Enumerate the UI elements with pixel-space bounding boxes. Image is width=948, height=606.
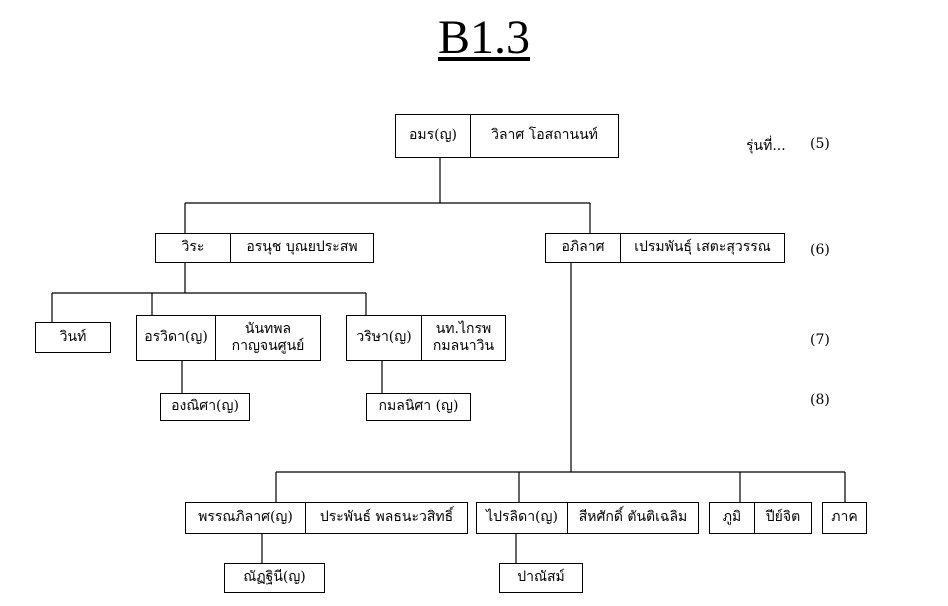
node-pranasm: ปาณัสม์ [499, 563, 583, 593]
node-warisha-spouse-line1: นท.ไกรพ [435, 320, 492, 337]
node-warisha-spouse: นท.ไกรพ กมลนาวิน [421, 316, 505, 360]
node-wira-spouse: อรนุช บุณยประสพ [230, 234, 373, 262]
node-onnisha: องณิศา(ญ) [160, 393, 250, 421]
node-pailadda-spouse: สีหศักดิ์ ตันติเฉลิม [567, 503, 698, 533]
node-apilas: อภิลาศ เปรมพันธุ์ เสตะสุวรรณ [545, 233, 785, 263]
node-pailadda: ไปรลิดา(ญ) สีหศักดิ์ ตันติเฉลิม [476, 502, 699, 534]
node-phak: ภาค [822, 502, 867, 534]
node-phak-name: ภาค [831, 509, 858, 526]
node-kamonnisha: กมลนิศา (ญ) [366, 393, 471, 421]
node-amorn: อมร(ญ) วิลาศ โอสถานนท์ [395, 114, 619, 158]
node-natthathini-name: ณัฏฐินี(ญ) [243, 569, 306, 586]
node-amorn-name: อมร(ญ) [408, 127, 457, 144]
node-warisha: วริษา(ญ) นท.ไกรพ กมลนาวิน [346, 315, 506, 361]
node-amorn-spouse: วิลาศ โอสถานนท์ [470, 115, 618, 157]
node-win: วินท์ [35, 322, 111, 353]
node-phumi: ภูมิ ปีย์จิต [709, 502, 812, 534]
node-orawida-name: อรวิดา(ญ) [144, 329, 208, 346]
node-phumi-name: ภูมิ [722, 509, 742, 526]
generation-label: รุ่นที่... [746, 138, 786, 154]
node-onnisha-name: องณิศา(ญ) [171, 398, 239, 415]
node-kamonnisha-name: กมลนิศา (ญ) [378, 398, 459, 415]
node-orawida-spouse-line1: นันทพล [244, 320, 292, 337]
generation-5: (5) [810, 136, 830, 152]
node-apilas-spouse: เปรมพันธุ์ เสตะสุวรรณ [620, 234, 784, 262]
node-warisha-spouse-line2: กมลนาวิน [432, 338, 495, 354]
node-orawida-spouse: นันทพล กาญจนศูนย์ [215, 316, 320, 360]
generation-7: (7) [810, 332, 830, 348]
node-orawida: อรวิดา(ญ) นันทพล กาญจนศูนย์ [136, 315, 321, 361]
node-pannapilas-spouse: ประพันธ์ พลธนะวสิทธิ์ [305, 503, 467, 533]
node-apilas-name: อภิลาศ [561, 239, 605, 256]
node-pranasm-name: ปาณัสม์ [517, 569, 565, 586]
node-pannapilas-name: พรรณภิลาศ(ญ) [198, 509, 293, 526]
chart-title: B1.3 [437, 11, 530, 64]
node-warisha-name: วริษา(ญ) [356, 329, 412, 346]
node-pannapilas: พรรณภิลาศ(ญ) ประพันธ์ พลธนะวสิทธิ์ [185, 502, 468, 534]
generation-8: (8) [810, 392, 830, 408]
node-win-name: วินท์ [59, 328, 87, 345]
node-pailadda-name: ไปรลิดา(ญ) [486, 509, 558, 526]
node-natthathini: ณัฏฐินี(ญ) [224, 563, 325, 593]
generation-6: (6) [810, 242, 830, 258]
node-phumi-spouse: ปีย์จิต [754, 503, 811, 533]
node-orawida-spouse-line2: กาญจนศูนย์ [231, 338, 305, 354]
node-wira-name: วิระ [181, 239, 205, 256]
node-wira: วิระ อรนุช บุณยประสพ [155, 233, 374, 263]
